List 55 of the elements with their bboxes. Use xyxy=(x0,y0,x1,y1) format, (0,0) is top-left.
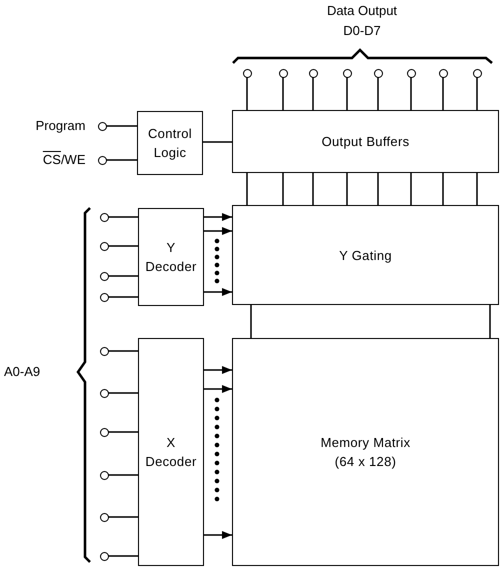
block-box xyxy=(232,338,499,566)
signal-label: Data Output xyxy=(326,4,398,17)
wire xyxy=(250,305,252,338)
pin-label: Program xyxy=(36,119,86,132)
wire xyxy=(246,173,248,205)
wire xyxy=(312,78,314,110)
arrow xyxy=(204,366,232,374)
pin-label: CS/WE xyxy=(42,153,86,166)
wire xyxy=(489,305,491,338)
arrow xyxy=(204,227,232,235)
block-box xyxy=(232,110,499,173)
wire xyxy=(108,555,138,557)
arrow xyxy=(204,385,232,393)
arrow xyxy=(204,288,232,296)
wire xyxy=(442,173,444,205)
wire xyxy=(282,173,284,205)
wire xyxy=(108,296,138,298)
wire xyxy=(377,78,379,110)
arrow xyxy=(204,531,232,539)
wire xyxy=(312,173,314,205)
wire xyxy=(108,245,138,247)
wire xyxy=(246,78,248,110)
block-box xyxy=(138,338,204,566)
wire xyxy=(203,141,232,143)
wire xyxy=(476,78,478,110)
wire xyxy=(108,431,138,433)
wire xyxy=(108,350,138,352)
wire xyxy=(282,78,284,110)
wire xyxy=(106,125,137,127)
arrow xyxy=(204,213,232,221)
block-box xyxy=(232,205,499,305)
wire xyxy=(108,392,138,394)
wire xyxy=(476,173,478,205)
wire xyxy=(377,173,379,205)
wire xyxy=(346,173,348,205)
block-label: (64 x 128) xyxy=(334,453,396,471)
wire xyxy=(410,173,412,205)
block-label: Y Decoder xyxy=(144,239,198,276)
block-label: Output Buffers xyxy=(322,133,410,151)
wire xyxy=(346,78,348,110)
block-box xyxy=(137,111,203,175)
wire xyxy=(108,275,138,277)
wire xyxy=(108,216,138,218)
block-label: Y Gating xyxy=(339,246,392,264)
signal-label: D0-D7 xyxy=(342,24,382,37)
block-label: Control Logic xyxy=(146,125,193,162)
block-label: X Decoder xyxy=(144,434,198,471)
wire xyxy=(106,159,137,161)
wire xyxy=(108,474,138,476)
wire xyxy=(442,78,444,110)
wire xyxy=(410,78,412,110)
block-box xyxy=(138,208,204,306)
signal-label: A0-A9 xyxy=(4,365,40,378)
block-label: Memory Matrix xyxy=(320,434,410,452)
wire xyxy=(108,516,138,518)
